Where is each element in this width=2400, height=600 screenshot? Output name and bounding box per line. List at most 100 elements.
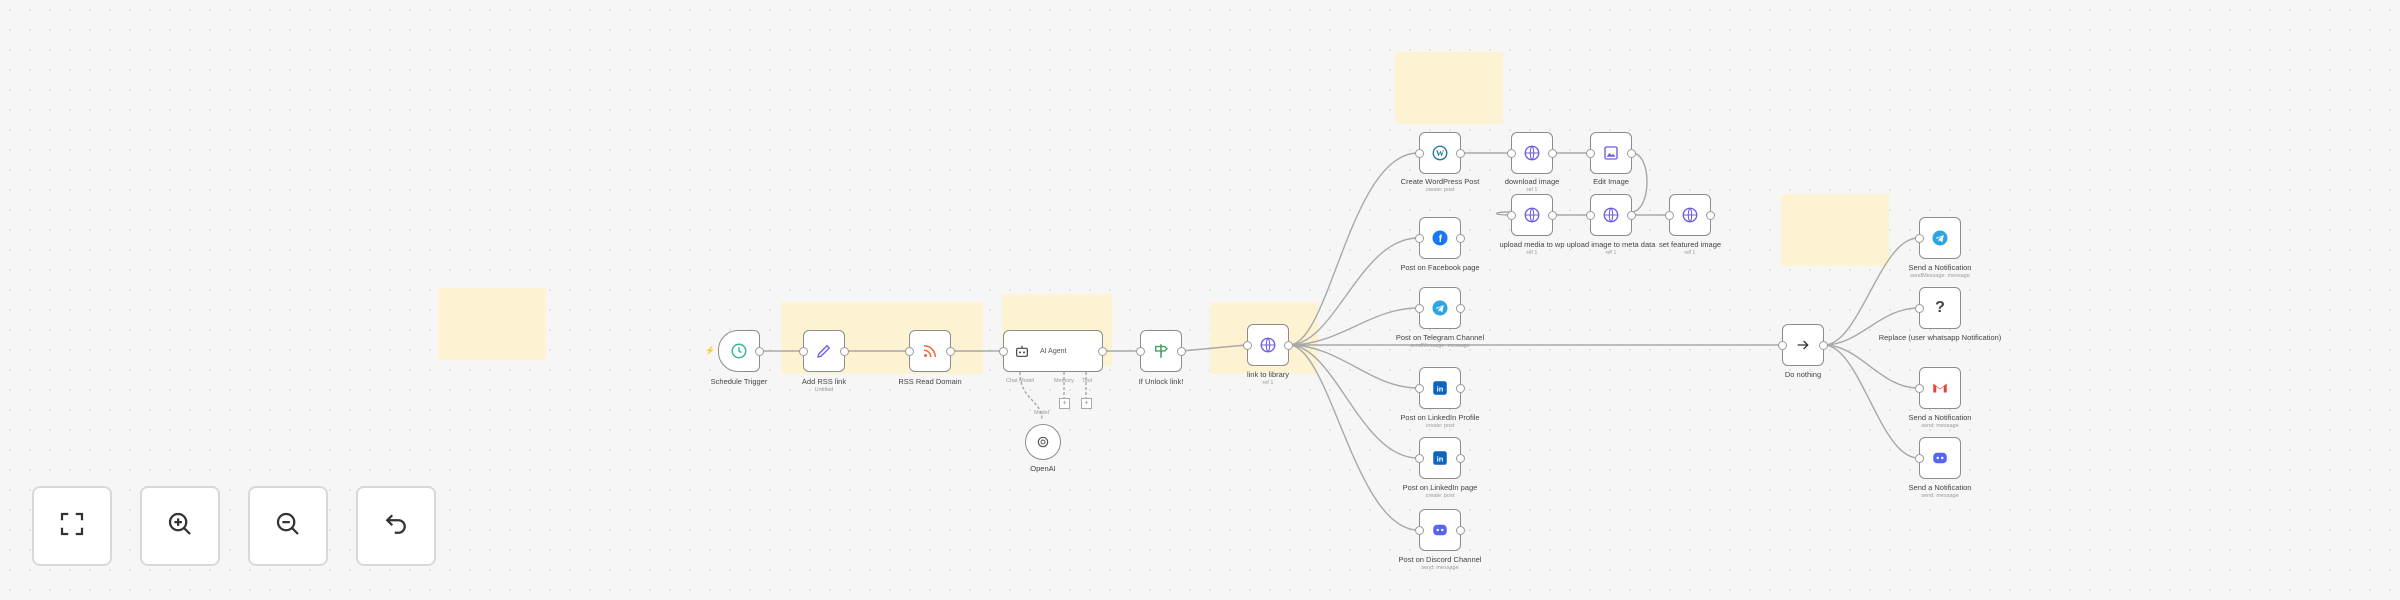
node-label: RSS Read Domain bbox=[898, 377, 962, 386]
do-nothing-node[interactable] bbox=[1778, 324, 1828, 366]
input-port[interactable] bbox=[1415, 453, 1424, 463]
node-label: Edit Image bbox=[1593, 177, 1629, 186]
output-port[interactable] bbox=[1456, 525, 1465, 535]
input-port[interactable] bbox=[905, 346, 914, 356]
create-wordpress-post-node[interactable]: W bbox=[1415, 132, 1465, 174]
clock-icon bbox=[730, 342, 748, 360]
input-port[interactable] bbox=[1507, 210, 1516, 220]
input-port[interactable] bbox=[1415, 148, 1424, 158]
output-port[interactable] bbox=[1456, 303, 1465, 313]
notification-unknown-node[interactable]: ? bbox=[1915, 287, 1961, 329]
globe-icon bbox=[1523, 206, 1541, 224]
output-port[interactable] bbox=[1548, 210, 1557, 220]
question-icon: ? bbox=[1935, 299, 1945, 316]
reset-button[interactable] bbox=[356, 486, 436, 566]
openai-chat-model-node[interactable] bbox=[1025, 424, 1061, 460]
input-port[interactable] bbox=[1586, 148, 1595, 158]
output-port[interactable] bbox=[1706, 210, 1715, 220]
telegram-icon bbox=[1931, 229, 1949, 247]
output-port[interactable] bbox=[1284, 340, 1293, 350]
sticky-note[interactable] bbox=[438, 288, 546, 360]
output-port[interactable] bbox=[1456, 383, 1465, 393]
memory-port-label: Memory bbox=[1054, 378, 1074, 384]
image-icon bbox=[1602, 144, 1620, 162]
post-facebook-node[interactable]: f bbox=[1415, 217, 1465, 259]
edit-image-node[interactable] bbox=[1586, 132, 1636, 174]
sticky-note[interactable] bbox=[1781, 194, 1889, 266]
set-featured-image-node[interactable] bbox=[1665, 194, 1715, 236]
node-label: If Unlock link! bbox=[1138, 377, 1184, 386]
if-unlock-link-node[interactable] bbox=[1136, 330, 1186, 372]
node-label: Create WordPress Post create: post bbox=[1400, 177, 1480, 193]
output-port[interactable] bbox=[1627, 148, 1636, 158]
input-port[interactable] bbox=[1415, 233, 1424, 243]
node-label: Post on LinkedIn page create: post bbox=[1402, 483, 1478, 499]
svg-text:in: in bbox=[1437, 454, 1444, 463]
output-port[interactable] bbox=[1627, 210, 1636, 220]
input-port[interactable] bbox=[1415, 303, 1424, 313]
link-to-library-node[interactable] bbox=[1243, 324, 1293, 366]
node-label: OpenAI bbox=[1030, 464, 1056, 473]
input-port[interactable] bbox=[1778, 340, 1787, 350]
globe-icon bbox=[1523, 144, 1541, 162]
schedule-trigger-node[interactable]: ⚡ bbox=[705, 330, 764, 372]
rss-read-node[interactable] bbox=[905, 330, 955, 372]
post-telegram-node[interactable] bbox=[1415, 287, 1465, 329]
output-port[interactable] bbox=[1177, 346, 1186, 356]
input-port[interactable] bbox=[799, 346, 808, 356]
input-port[interactable] bbox=[1136, 346, 1145, 356]
input-port[interactable] bbox=[1665, 210, 1674, 220]
input-port[interactable] bbox=[999, 346, 1008, 356]
input-port[interactable] bbox=[1243, 340, 1252, 350]
output-port[interactable] bbox=[755, 346, 764, 356]
output-port[interactable] bbox=[1098, 346, 1107, 356]
connection-line bbox=[1823, 344, 1919, 389]
node-title: AI Agent bbox=[1040, 347, 1067, 355]
upload-media-node[interactable] bbox=[1507, 194, 1557, 236]
fit-view-button[interactable] bbox=[32, 486, 112, 566]
output-port[interactable] bbox=[1456, 453, 1465, 463]
facebook-icon: f bbox=[1431, 229, 1449, 247]
notification-discord-node[interactable] bbox=[1915, 437, 1961, 479]
zoom-out-button[interactable] bbox=[248, 486, 328, 566]
output-port[interactable] bbox=[1456, 148, 1465, 158]
undo-icon bbox=[381, 509, 411, 544]
post-linkedin-profile-node[interactable]: in bbox=[1415, 367, 1465, 409]
input-port[interactable] bbox=[1415, 383, 1424, 393]
input-port[interactable] bbox=[1915, 383, 1924, 393]
node-label: upload image to meta data ref 1 bbox=[1566, 240, 1656, 256]
post-discord-node[interactable] bbox=[1415, 509, 1465, 551]
output-port[interactable] bbox=[1819, 340, 1828, 350]
output-port[interactable] bbox=[1456, 233, 1465, 243]
output-port[interactable] bbox=[1548, 148, 1557, 158]
add-memory-port[interactable]: + bbox=[1059, 398, 1070, 409]
input-port[interactable] bbox=[1915, 453, 1924, 463]
output-port[interactable] bbox=[840, 346, 849, 356]
sticky-note[interactable] bbox=[1395, 52, 1503, 124]
input-port[interactable] bbox=[1586, 210, 1595, 220]
post-linkedin-page-node[interactable]: in bbox=[1415, 437, 1465, 479]
notification-gmail-node[interactable] bbox=[1915, 367, 1961, 409]
discord-icon bbox=[1931, 449, 1949, 467]
tool-port-label: Tool bbox=[1082, 378, 1093, 384]
input-port[interactable] bbox=[1415, 525, 1424, 535]
svg-text:f: f bbox=[1439, 234, 1443, 245]
input-port[interactable] bbox=[1915, 303, 1924, 313]
node-label: Send a Notification send: message bbox=[1908, 483, 1972, 499]
zoom-in-button[interactable] bbox=[140, 486, 220, 566]
globe-icon bbox=[1602, 206, 1620, 224]
node-label: set featured image ref 1 bbox=[1658, 240, 1722, 256]
upload-image-meta-node[interactable] bbox=[1586, 194, 1636, 236]
output-port[interactable] bbox=[946, 346, 955, 356]
notification-telegram-node[interactable] bbox=[1915, 217, 1961, 259]
ai-agent-node[interactable]: AI Agent bbox=[999, 330, 1107, 372]
node-label: download image ref 1 bbox=[1504, 177, 1560, 193]
gmail-icon bbox=[1931, 379, 1949, 397]
add-rss-link-node[interactable] bbox=[799, 330, 849, 372]
download-image-node[interactable] bbox=[1507, 132, 1557, 174]
add-tool-port[interactable]: + bbox=[1081, 398, 1092, 409]
input-port[interactable] bbox=[1915, 233, 1924, 243]
model-connection-label: Model bbox=[1034, 410, 1049, 416]
input-port[interactable] bbox=[1507, 148, 1516, 158]
